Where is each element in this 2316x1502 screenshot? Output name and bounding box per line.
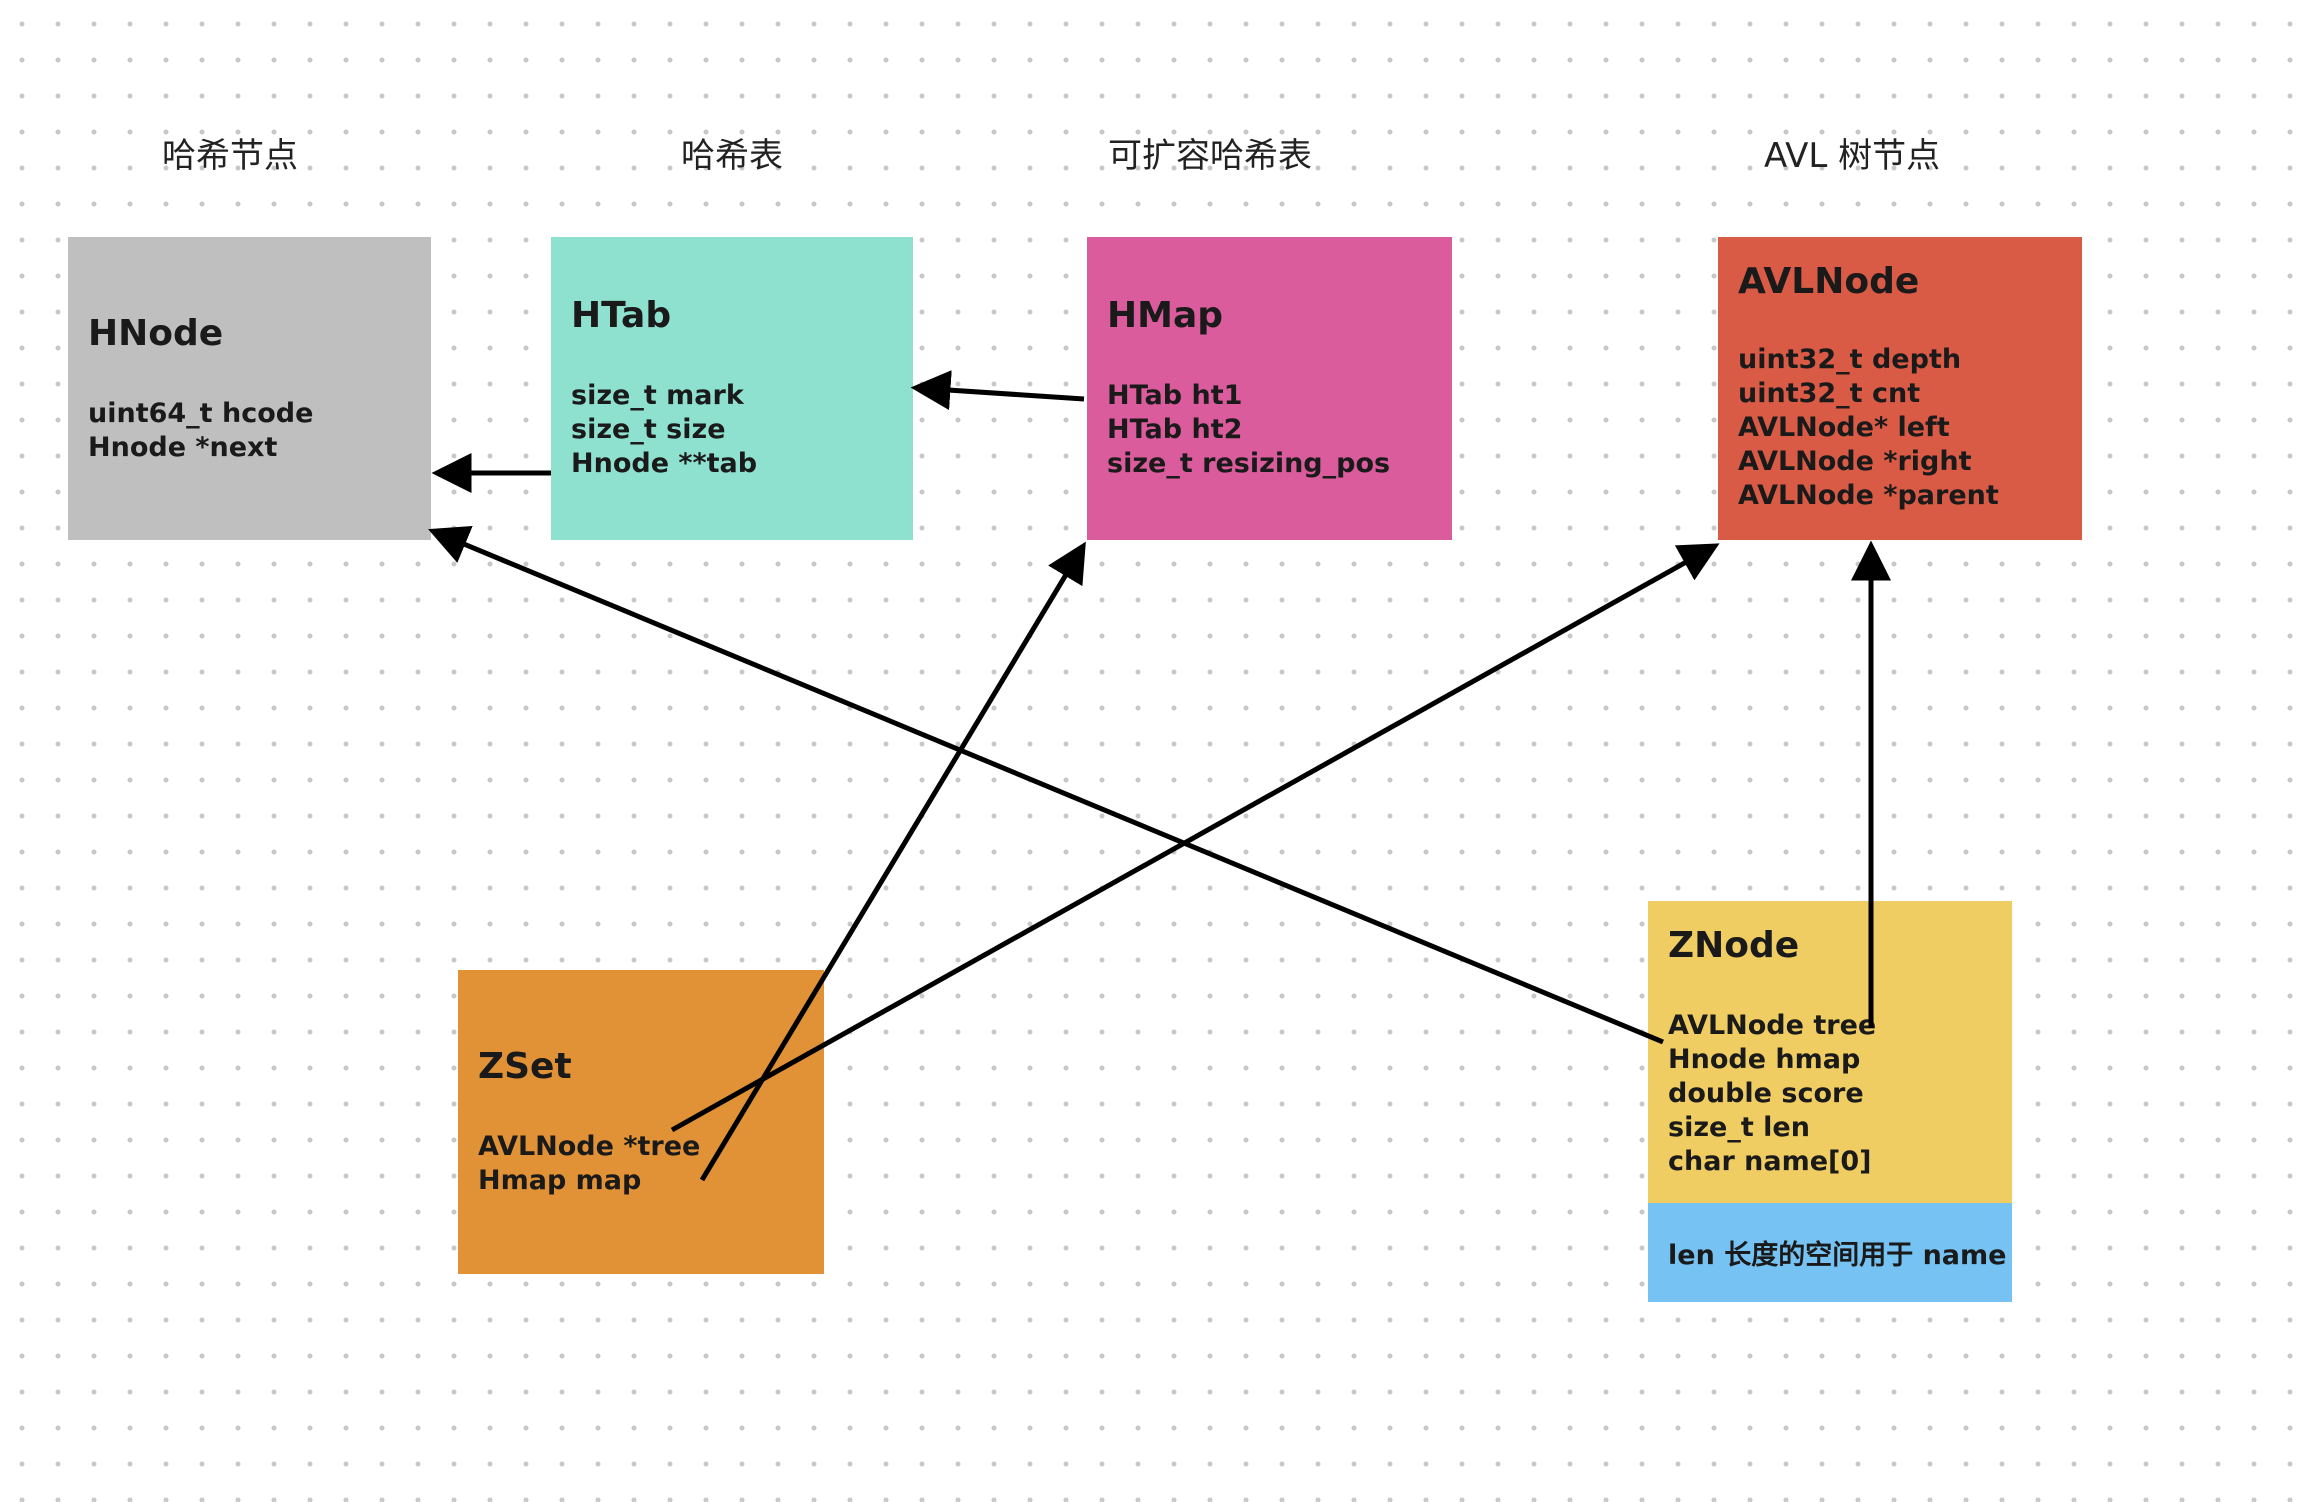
arrow-znode-hmap-to-hnode[interactable] <box>428 525 1664 1045</box>
heading-resizable-hash-table: 可扩容哈希表 <box>1108 136 1312 176</box>
field-item: AVLNode tree <box>1668 1010 1877 1041</box>
avlnode-box[interactable]: AVLNode uint32_t depth uint32_t cnt AVLN… <box>1718 237 2082 540</box>
field-item: double score <box>1668 1078 1864 1109</box>
field-item: Hmap map <box>478 1165 642 1196</box>
zset-box[interactable]: ZSet AVLNode *tree Hmap map <box>458 970 824 1274</box>
field-item: char name[0] <box>1668 1146 1872 1177</box>
hnode-box[interactable]: HNode uint64_t hcode Hnode *next <box>68 237 431 540</box>
field-item: Hnode **tab <box>571 448 758 479</box>
field-item: AVLNode* left <box>1738 412 1950 443</box>
field-item: AVLNode *right <box>1738 446 1972 477</box>
arrow-hmap-ht1-to-htab[interactable] <box>910 370 1085 411</box>
hmap-fields: HTab ht1 HTab ht2 size_t resizing_pos <box>1107 379 1390 481</box>
znode-box[interactable]: ZNode AVLNode tree Hnode hmap double sco… <box>1648 901 2012 1203</box>
htab-fields: size_t mark size_t size Hnode **tab <box>571 379 757 481</box>
hmap-title: HMap <box>1107 295 1224 336</box>
zset-title: ZSet <box>478 1046 572 1087</box>
znode-title: ZNode <box>1668 925 1800 966</box>
heading-avl-tree-node: AVL 树节点 <box>1764 136 1941 176</box>
field-item: HTab ht1 <box>1107 380 1243 411</box>
field-item: uint64_t hcode <box>88 398 314 429</box>
field-item: size_t mark <box>571 380 744 411</box>
heading-hash-table: 哈希表 <box>681 136 783 176</box>
name-space-label: len 长度的空间用于 name <box>1668 1240 2007 1271</box>
heading-hash-node: 哈希节点 <box>162 136 298 176</box>
htab-box[interactable]: HTab size_t mark size_t size Hnode **tab <box>551 237 913 540</box>
field-item: uint32_t depth <box>1738 344 1962 375</box>
field-item: AVLNode *parent <box>1738 480 1999 511</box>
avlnode-fields: uint32_t depth uint32_t cnt AVLNode* lef… <box>1738 343 1999 513</box>
field-item: size_t resizing_pos <box>1107 448 1391 479</box>
hnode-title: HNode <box>88 313 224 354</box>
avlnode-title: AVLNode <box>1738 261 1920 302</box>
arrow-zset-tree-to-avlnode[interactable] <box>670 543 1720 1133</box>
htab-title: HTab <box>571 295 672 336</box>
field-item: AVLNode *tree <box>478 1131 701 1162</box>
name-space-box[interactable]: len 长度的空间用于 name <box>1648 1203 2012 1302</box>
zset-fields: AVLNode *tree Hmap map <box>478 1130 700 1198</box>
field-item: HTab ht2 <box>1107 414 1243 445</box>
hnode-fields: uint64_t hcode Hnode *next <box>88 397 313 465</box>
hmap-box[interactable]: HMap HTab ht1 HTab ht2 size_t resizing_p… <box>1087 237 1452 540</box>
field-item: uint32_t cnt <box>1738 378 1921 409</box>
field-item: Hnode *next <box>88 432 278 463</box>
znode-fields: AVLNode tree Hnode hmap double score siz… <box>1668 1009 1876 1179</box>
field-item: size_t len <box>1668 1112 1810 1143</box>
field-item: size_t size <box>571 414 726 445</box>
field-item: Hnode hmap <box>1668 1044 1861 1075</box>
